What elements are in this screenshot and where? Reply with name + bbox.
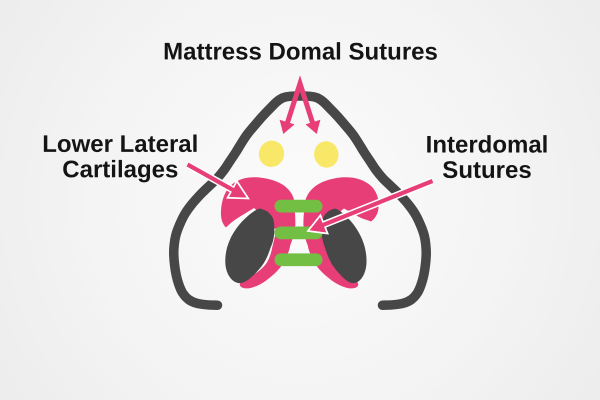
svg-text:Interdomal: Interdomal [426, 131, 549, 158]
svg-text:Sutures: Sutures [442, 157, 531, 184]
svg-text:Mattress Domal Sutures: Mattress Domal Sutures [163, 38, 438, 65]
svg-text:Lower Lateral: Lower Lateral [42, 131, 198, 158]
svg-text:Cartilages: Cartilages [62, 156, 178, 183]
